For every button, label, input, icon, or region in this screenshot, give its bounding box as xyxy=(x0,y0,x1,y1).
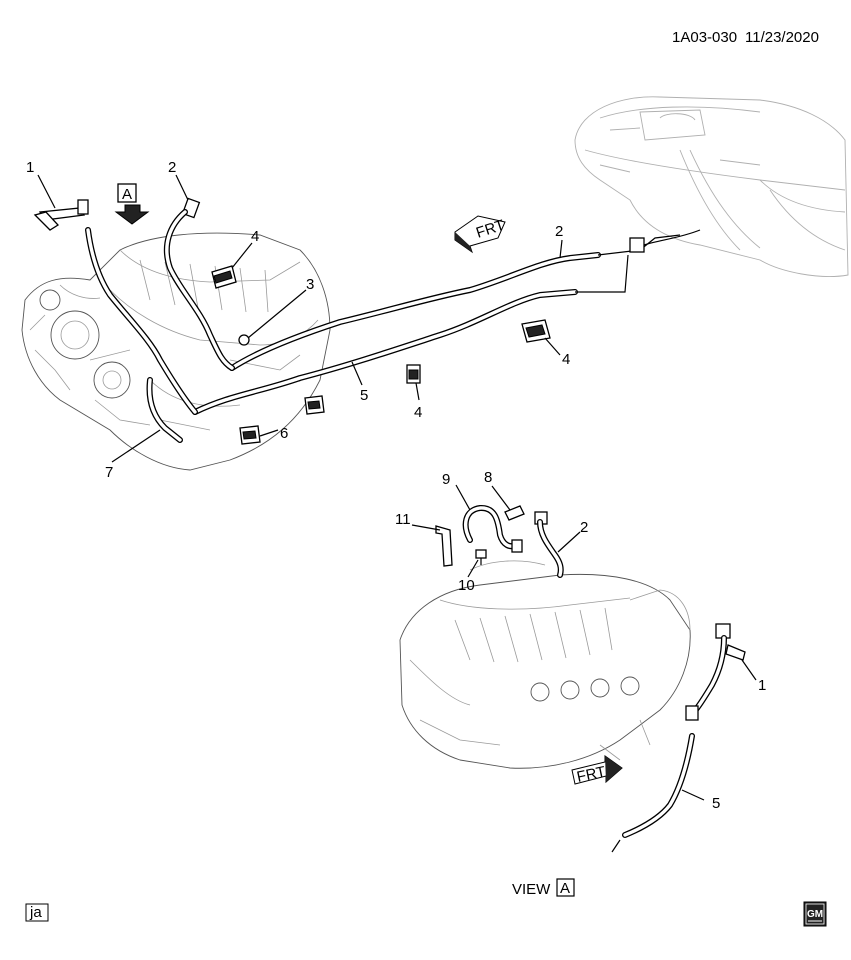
callout-4-mid: 4 xyxy=(414,404,422,421)
clip-4-right xyxy=(521,319,551,343)
gm-logo-text: GM xyxy=(807,909,823,920)
view-caption-text: VIEW xyxy=(512,881,551,898)
callout-5-view: 5 xyxy=(712,795,720,812)
part-2-view xyxy=(534,511,564,578)
part-1-view xyxy=(685,623,746,721)
bracket-11 xyxy=(435,525,453,567)
clip-6 xyxy=(239,395,325,445)
callout-4-top: 4 xyxy=(251,228,259,245)
bolt-10 xyxy=(475,549,487,565)
diagram-code: 1A03-030 xyxy=(672,29,737,46)
callout-2-view: 2 xyxy=(580,519,588,536)
part-2-upper xyxy=(163,197,235,371)
callout-6: 6 xyxy=(280,425,288,442)
callout-4-right: 4 xyxy=(562,351,570,368)
part-1-upper xyxy=(33,199,198,415)
upper-engine xyxy=(21,232,331,471)
callout-2-top: 2 xyxy=(168,159,176,176)
callout-5-mid: 5 xyxy=(360,387,368,404)
fuel-line-5-view xyxy=(611,733,695,853)
corner-tag-text: ja xyxy=(29,904,42,921)
view-caption: VIEW A xyxy=(512,878,575,898)
view-a-marker: A xyxy=(114,183,150,225)
part-9-hose xyxy=(462,505,523,553)
nut-3 xyxy=(238,334,250,346)
callout-2-right: 2 xyxy=(555,223,563,240)
view-caption-box: A xyxy=(560,880,570,897)
callout-9: 9 xyxy=(442,471,450,488)
tank-connector xyxy=(629,237,645,253)
callout-10: 10 xyxy=(458,577,475,594)
frt-arrow-bottom: FRT xyxy=(571,755,623,786)
callout-1-top: 1 xyxy=(26,159,34,176)
clip-8 xyxy=(504,505,525,521)
leader-lines xyxy=(37,174,757,801)
frt-label-bottom: FRT xyxy=(575,763,607,786)
corner-tag: ja xyxy=(25,903,49,922)
callout-3: 3 xyxy=(306,276,314,293)
clip-4-mid xyxy=(406,364,421,384)
callout-11: 11 xyxy=(395,511,411,528)
diagram-date: 11/23/2020 xyxy=(745,29,819,46)
view-a-tag: A xyxy=(122,186,132,203)
lower-engine xyxy=(399,560,691,769)
fuel-line-2 xyxy=(229,252,601,371)
fuel-tank xyxy=(574,96,849,277)
callout-7: 7 xyxy=(105,464,113,481)
clip-4-upper xyxy=(211,265,237,289)
frt-arrow-top: FRT xyxy=(454,215,507,254)
hose-7 xyxy=(146,377,183,443)
fuel-line-5 xyxy=(192,289,578,415)
callout-8: 8 xyxy=(484,469,492,486)
callout-1-view: 1 xyxy=(758,677,766,694)
gm-logo: GM xyxy=(803,901,827,927)
